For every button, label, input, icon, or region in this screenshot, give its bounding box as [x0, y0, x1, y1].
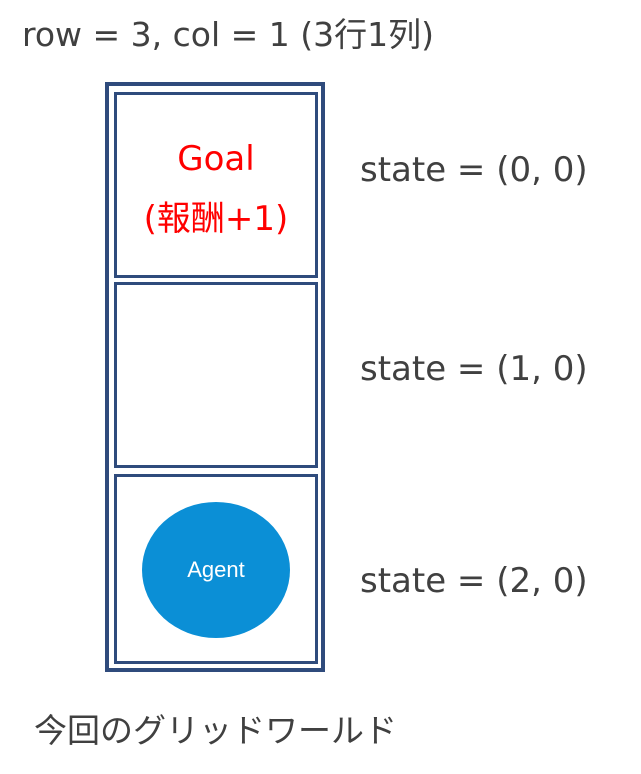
state-label-1: state = (1, 0) — [360, 349, 588, 389]
state-label-2: state = (2, 0) — [360, 561, 588, 601]
grid-world-caption: 今回のグリッドワールド — [34, 711, 397, 750]
state-label-0: state = (0, 0) — [360, 150, 588, 190]
grid-world-frame — [105, 82, 325, 672]
grid-dimensions-heading: row = 3, col = 1 (3行1列) — [22, 15, 434, 54]
grid-cell-empty — [114, 282, 318, 468]
grid-cell-agent — [114, 474, 318, 664]
agent-label: Agent — [187, 557, 245, 582]
goal-reward-label: (報酬+1) — [143, 199, 289, 239]
goal-label: Goal — [177, 139, 255, 179]
grid-cell-goal — [114, 92, 318, 278]
agent-circle: Agent — [142, 502, 290, 638]
